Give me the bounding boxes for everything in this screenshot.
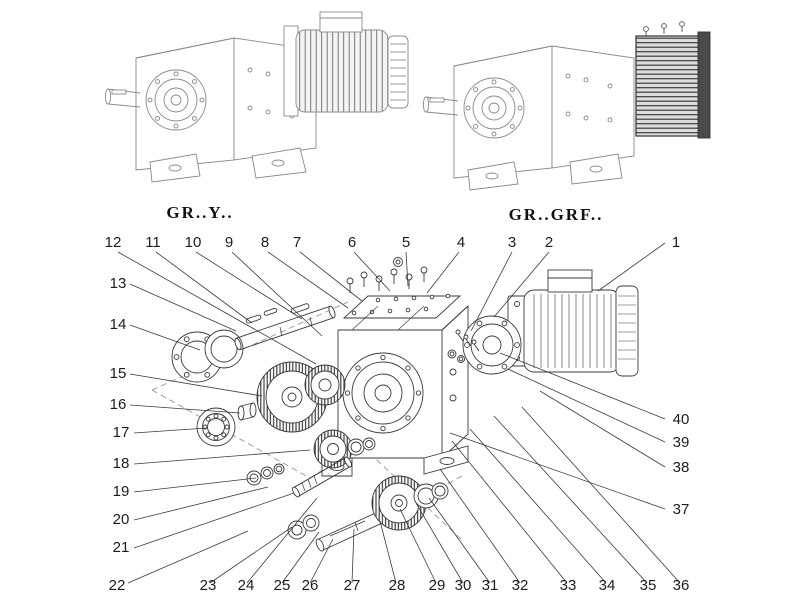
callout-20: 20 (113, 511, 130, 528)
output-gear (371, 475, 427, 531)
top-cover (342, 293, 462, 319)
callout-12: 12 (105, 234, 122, 251)
gasket-ring (204, 329, 244, 369)
callout-16: 16 (110, 396, 127, 413)
callout-32: 32 (512, 577, 529, 594)
callout-8: 8 (261, 234, 269, 251)
bolt-dots-right (465, 79, 523, 137)
gear-small (313, 429, 353, 469)
callout-11: 11 (145, 234, 161, 251)
callout-19: 19 (113, 483, 130, 500)
bolt-dots-left (147, 71, 205, 129)
callout-27: 27 (344, 577, 361, 594)
callout-10: 10 (185, 234, 202, 251)
callout-23: 23 (200, 577, 217, 594)
ball-bearing (196, 407, 236, 447)
callout-3: 3 (508, 234, 516, 251)
callout-21: 21 (113, 539, 130, 556)
callout-5: 5 (402, 234, 410, 251)
gear-mid (304, 364, 346, 406)
callout-33: 33 (560, 577, 577, 594)
assembled-view-gr-grf (422, 21, 711, 191)
callout-35: 35 (640, 577, 657, 594)
exploded-view (151, 257, 639, 552)
callout-17: 17 (113, 424, 130, 441)
callout-39: 39 (673, 434, 690, 451)
retaining-ring-d (431, 482, 449, 500)
callout-6: 6 (348, 234, 356, 251)
shaft-keys (245, 307, 278, 324)
callout-31: 31 (482, 577, 499, 594)
callout-29: 29 (429, 577, 446, 594)
callout-26: 26 (302, 577, 319, 594)
callout-28: 28 (389, 577, 406, 594)
callout-18: 18 (113, 455, 130, 472)
callout-36: 36 (673, 577, 690, 594)
callout-9: 9 (225, 234, 233, 251)
callout-15: 15 (110, 365, 127, 382)
cover-block-gr-grf (635, 21, 711, 139)
input-shaft (234, 303, 336, 351)
callout-40: 40 (673, 411, 690, 428)
callout-30: 30 (455, 577, 472, 594)
washers-bottom (287, 514, 320, 540)
model-label-gr-grf: GR..GRF.. (509, 205, 604, 224)
spacer-bushing (237, 402, 257, 421)
callout-13: 13 (110, 275, 127, 292)
model-label-gr-y: GR..Y.. (166, 203, 233, 222)
assembled-view-gr-y (104, 11, 409, 183)
callout-numbers: 1 2 3 4 5 6 7 8 9 10 11 12 13 14 15 16 1… (105, 234, 690, 594)
motor-gr-y (283, 11, 409, 117)
callout-37: 37 (673, 501, 690, 518)
leader-lines (117, 242, 681, 584)
input-coupling-flange (462, 315, 522, 375)
callout-38: 38 (673, 459, 690, 476)
callout-7: 7 (293, 234, 301, 251)
callout-1: 1 (672, 234, 680, 251)
intermediate-pinion-shaft (292, 456, 352, 498)
callout-24: 24 (238, 577, 255, 594)
callout-14: 14 (110, 316, 127, 333)
washers-mid (246, 463, 285, 486)
callout-25: 25 (274, 577, 291, 594)
retaining-ring-a (347, 438, 365, 456)
callout-2: 2 (545, 234, 553, 251)
callout-22: 22 (109, 577, 126, 594)
motor-fasteners (447, 329, 480, 363)
callout-4: 4 (457, 234, 465, 251)
callout-34: 34 (599, 577, 616, 594)
retaining-ring-b (362, 437, 376, 451)
